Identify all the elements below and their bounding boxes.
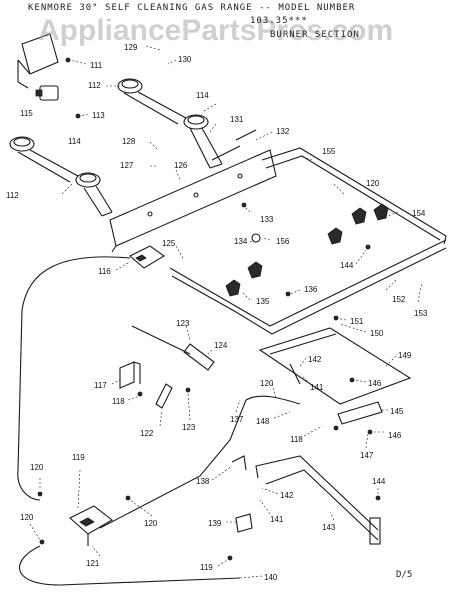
callout-129: 129 [124, 43, 138, 52]
callout-120-bottom: 120 [20, 513, 34, 522]
part-ignitor-124 [131, 325, 215, 371]
callout-123-upper: 123 [176, 319, 190, 328]
callout-141-lower: 141 [270, 515, 284, 524]
callout-155: 155 [322, 147, 336, 156]
callout-112-lower: 112 [6, 191, 19, 200]
part-tube-143 [231, 455, 381, 545]
part-manifold-panel-126 [109, 129, 277, 253]
callout-151: 151 [350, 317, 364, 326]
callout-149: 149 [398, 351, 412, 360]
callout-134: 134 [234, 237, 248, 246]
part-bracket-145 [337, 401, 383, 425]
callout-120-left: 120 [30, 463, 44, 472]
callout-143: 143 [322, 523, 336, 532]
callout-130: 130 [178, 55, 192, 64]
part-burner-upper [117, 78, 223, 169]
callout-131: 131 [230, 115, 244, 124]
section-name: BURNER SECTION [270, 30, 360, 40]
callout-135: 135 [256, 297, 270, 306]
callout-124: 124 [214, 341, 228, 350]
callout-154: 154 [412, 209, 426, 218]
callout-146-lower: 146 [388, 431, 402, 440]
callout-117: 117 [94, 381, 107, 390]
callout-120-upper: 120 [366, 179, 380, 188]
callout-156: 156 [276, 237, 290, 246]
part-gas-line [17, 256, 301, 586]
callout-142-lower: 142 [280, 491, 294, 500]
part-regulator-116 [129, 245, 166, 269]
part-manifold-pipe-152 [169, 239, 447, 335]
callout-127: 127 [120, 161, 134, 170]
callout-137: 137 [230, 415, 244, 424]
callout-141-upper: 141 [310, 383, 324, 392]
callout-144-upper: 144 [340, 261, 354, 270]
callout-138: 138 [196, 477, 210, 486]
part-bracket-122 [155, 383, 173, 409]
diagram-title: KENMORE 30" SELF CLEANING GAS RANGE -- M… [28, 3, 356, 13]
callout-145: 145 [390, 407, 404, 416]
part-bracket-111 [17, 33, 59, 89]
callout-140: 140 [264, 573, 278, 582]
part-valve-115 [35, 85, 59, 101]
callout-120-center: 120 [144, 519, 158, 528]
callout-148: 148 [256, 417, 270, 426]
part-frame-155 [261, 147, 447, 245]
callout-125: 125 [162, 239, 176, 248]
callout-142-upper: 142 [308, 355, 322, 364]
callout-114-upper: 114 [196, 91, 209, 100]
callout-136: 136 [304, 285, 318, 294]
callout-128: 128 [122, 137, 136, 146]
callout-118-right: 118 [290, 435, 303, 444]
callout-114-lower: 114 [68, 137, 81, 146]
callout-147: 147 [360, 451, 374, 460]
part-valves [225, 203, 389, 297]
callout-150: 150 [370, 329, 384, 338]
callout-119-lower: 119 [200, 563, 213, 572]
callout-115: 115 [20, 109, 33, 118]
callout-111: 111 [90, 61, 103, 70]
callout-132: 132 [276, 127, 290, 136]
page-code: D/5 [396, 570, 413, 580]
part-thermostat-121 [69, 505, 113, 546]
callout-146-upper: 146 [368, 379, 382, 388]
part-burner-lower [9, 136, 113, 217]
part-bracket-117 [119, 361, 141, 389]
callout-144-lower: 144 [372, 477, 386, 486]
callout-139: 139 [208, 519, 222, 528]
callout-133: 133 [260, 215, 274, 224]
part-broiler-burner-149 [258, 327, 412, 405]
callout-113: 113 [92, 111, 105, 120]
callout-118-left: 118 [112, 397, 125, 406]
callout-153: 153 [414, 309, 428, 318]
callout-120-mid: 120 [260, 379, 274, 388]
callout-152: 152 [392, 295, 406, 304]
callout-122: 122 [140, 429, 154, 438]
part-fitting-139 [235, 513, 253, 533]
callout-123-lower: 123 [182, 423, 196, 432]
watermark: AppliancePartsPros.com [38, 14, 394, 47]
callout-labels: 111 129 130 112 114 115 113 131 132 128 … [6, 43, 428, 582]
callout-116: 116 [98, 267, 111, 276]
callout-112-upper: 112 [88, 81, 101, 90]
callout-126: 126 [174, 161, 188, 170]
callout-119-upper: 119 [72, 453, 85, 462]
model-number: 103.35*** [250, 16, 308, 26]
callout-121: 121 [86, 559, 100, 568]
leader-lines [29, 45, 423, 579]
